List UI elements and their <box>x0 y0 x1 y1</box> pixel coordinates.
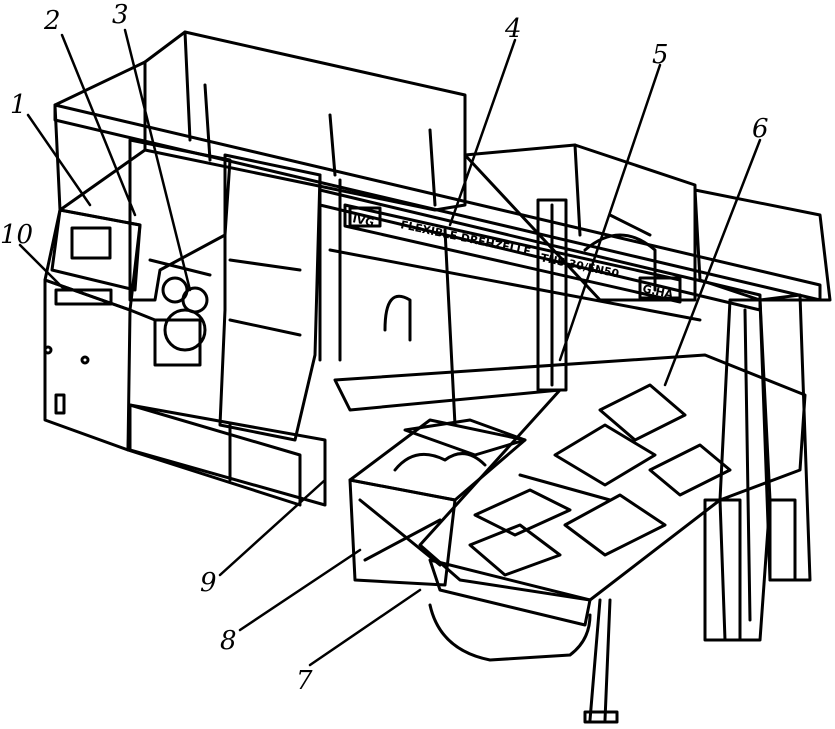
conveyor-front-rail <box>428 558 592 627</box>
pallet <box>598 383 687 442</box>
parts-container <box>348 418 527 587</box>
plate-right-badge: G.HA <box>641 282 674 301</box>
pallet <box>563 493 667 557</box>
callout-8: 8 <box>220 626 237 656</box>
plate-left-badge: IVG <box>351 212 375 229</box>
callout-9: 9 <box>200 568 217 598</box>
right-cabinets <box>463 143 832 302</box>
control-panel <box>50 208 142 292</box>
leader-lines <box>18 28 762 667</box>
callout-10: 10 <box>0 220 34 250</box>
pallet-conveyor <box>333 353 807 724</box>
callout-1: 1 <box>10 90 27 120</box>
lathe-machine <box>43 60 327 507</box>
callout-6: 6 <box>752 114 769 144</box>
callout-3: 3 <box>112 0 129 30</box>
pallet <box>468 523 562 577</box>
pallet <box>473 488 572 537</box>
name-plate <box>343 203 682 304</box>
pallet <box>648 443 732 497</box>
pallet <box>553 423 657 487</box>
callout-7: 7 <box>296 666 313 696</box>
callout-4: 4 <box>505 14 522 44</box>
callout-5: 5 <box>652 40 669 70</box>
callout-2: 2 <box>44 6 61 36</box>
rear-cabinet <box>143 30 467 212</box>
